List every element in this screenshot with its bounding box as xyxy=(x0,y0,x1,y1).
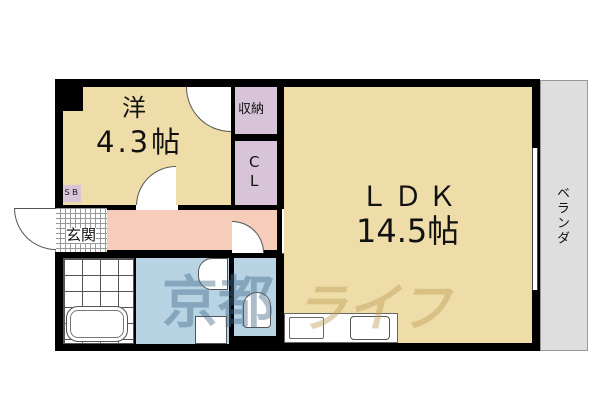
stove xyxy=(289,317,324,339)
pillar xyxy=(55,79,83,111)
western-room-size: 4.3帖 xyxy=(96,125,184,159)
ldk xyxy=(284,87,532,343)
closet-label-1: C xyxy=(249,153,260,171)
ldk-label: ＬＤＫ xyxy=(360,180,463,213)
closet-label-2: L xyxy=(250,172,259,190)
entrance-door-swing xyxy=(14,208,56,250)
washing-machine xyxy=(195,316,227,344)
bathtub xyxy=(66,306,128,342)
storage xyxy=(235,87,277,134)
washbasin xyxy=(198,258,228,290)
door-opening xyxy=(136,205,178,211)
shoe-box xyxy=(63,185,81,202)
sink xyxy=(350,316,390,340)
veranda-window xyxy=(532,148,538,290)
ldk-size: 14.5帖 xyxy=(356,212,460,250)
toilet-bowl xyxy=(243,292,271,328)
western-room-label: 洋 xyxy=(122,94,146,122)
veranda xyxy=(540,80,588,351)
veranda-label: ベランダ xyxy=(554,186,569,246)
shoe-box-label: ＳＢ xyxy=(63,188,79,197)
entrance-label: 玄関 xyxy=(66,226,97,244)
closet xyxy=(235,141,277,205)
storage-label: 収納 xyxy=(238,102,265,117)
